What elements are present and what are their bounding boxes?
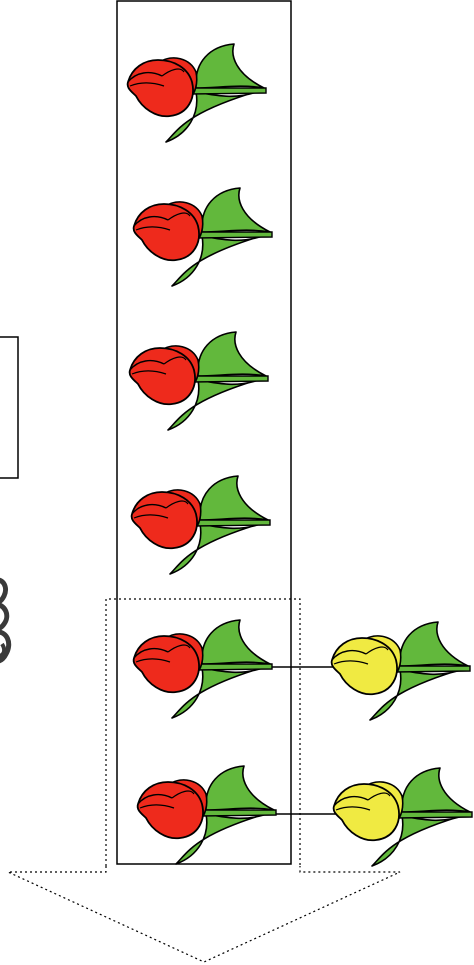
- dotted-selection-box: [105, 598, 301, 866]
- tulip-icon: [130, 475, 271, 575]
- down-arrow-icon: [7, 866, 401, 963]
- tulip-icon: [126, 43, 267, 143]
- chain-link-icon: [0, 577, 12, 664]
- tulip-icon: [136, 765, 277, 865]
- tulip-icon: [332, 767, 473, 867]
- tulip-icon: [128, 331, 269, 431]
- tulip-icon: [330, 621, 471, 721]
- partial-box: [0, 336, 19, 479]
- tulip-icon: [132, 187, 273, 287]
- tulip-icon: [132, 619, 273, 719]
- tulip-column-frame: [116, 0, 292, 865]
